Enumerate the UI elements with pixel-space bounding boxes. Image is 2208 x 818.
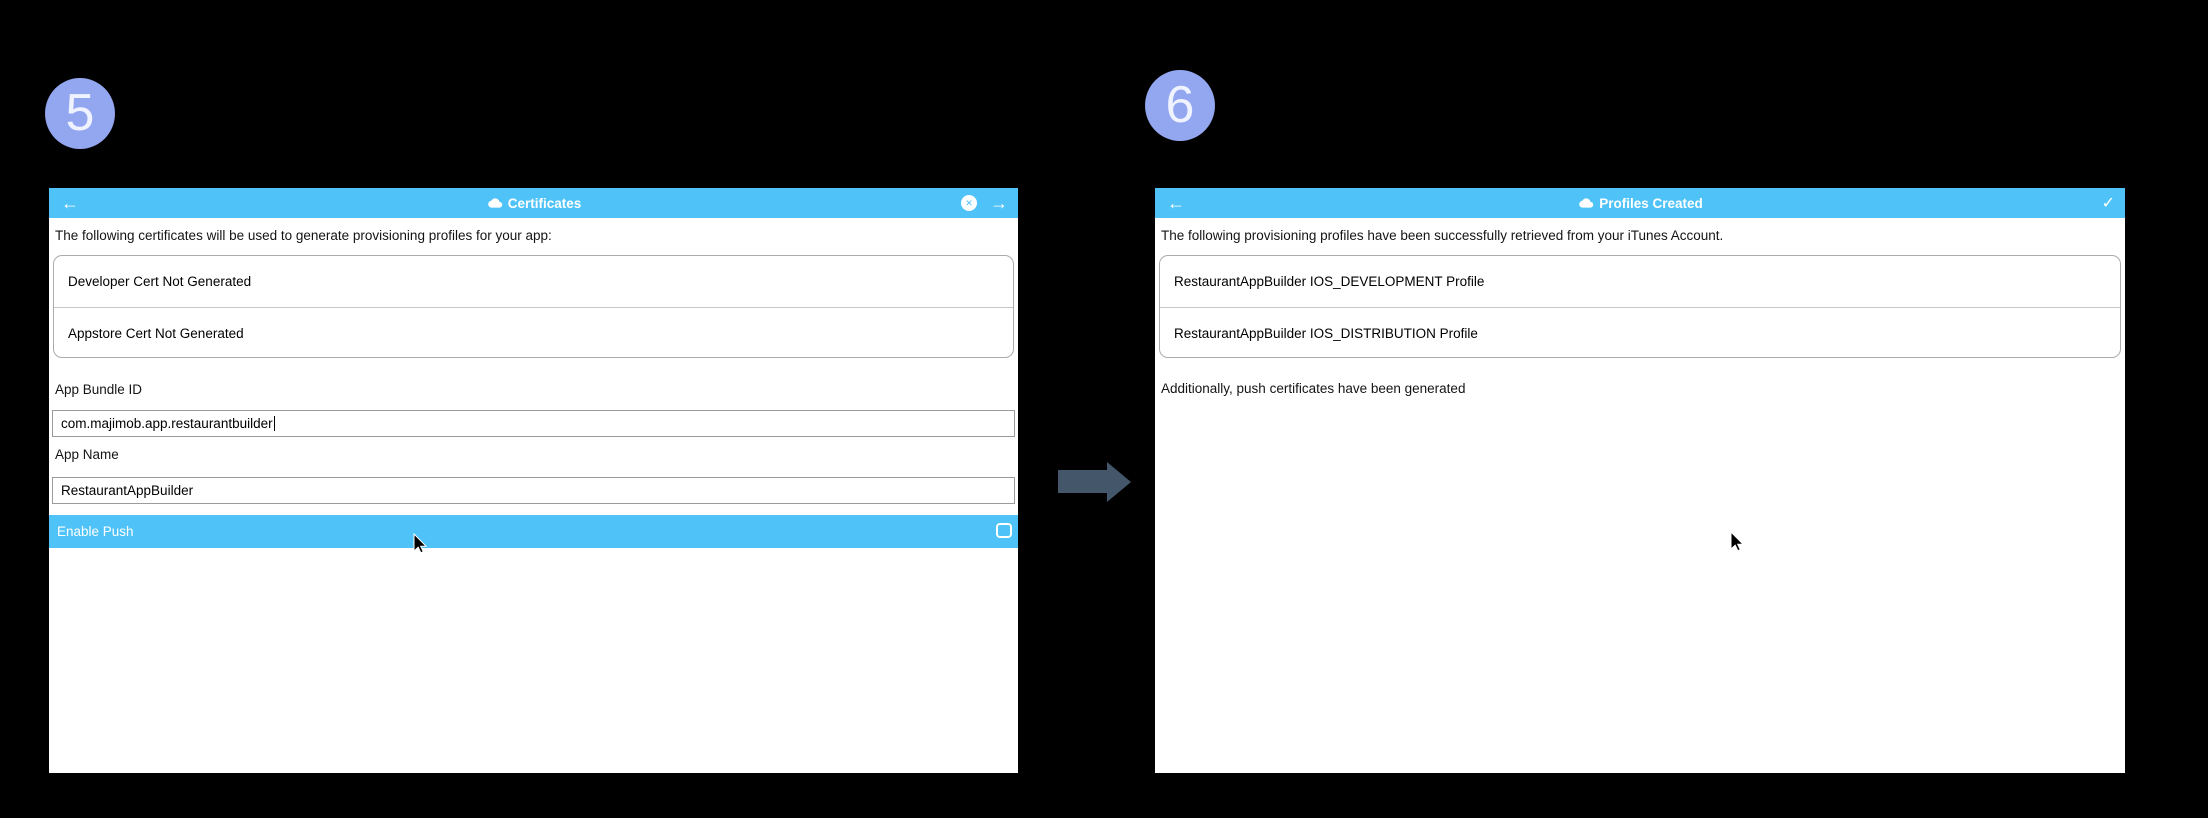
certificates-title-label: Certificates (507, 195, 582, 211)
back-arrow-icon[interactable]: ← (1167, 192, 1185, 213)
enable-push-label: Enable Push (57, 524, 134, 539)
certificates-title: Certificates (486, 188, 582, 218)
cloud-icon (487, 198, 502, 208)
close-icon[interactable]: ✕ (961, 195, 977, 211)
cloud-icon (1579, 198, 1594, 208)
profiles-created-header: ← Profiles Created ✓ (1155, 188, 2125, 218)
confirm-check-icon[interactable]: ✓ (2101, 195, 2115, 212)
mouse-cursor (1730, 531, 1745, 552)
app-name-value: RestaurantAppBuilder (61, 483, 194, 498)
step-badge-6: 6 (1145, 70, 1215, 141)
certificates-instruction: The following certificates will be used … (55, 228, 552, 243)
app-name-input[interactable]: RestaurantAppBuilder (52, 477, 1015, 504)
text-caret (273, 416, 275, 431)
profile-list: RestaurantAppBuilder IOS_DEVELOPMENT Pro… (1159, 255, 2121, 358)
profiles-created-title-label: Profiles Created (1599, 195, 1703, 211)
push-certificates-note: Additionally, push certificates have bee… (1161, 381, 1466, 396)
cert-row-appstore[interactable]: Appstore Cert Not Generated (54, 307, 1013, 357)
profiles-created-title: Profiles Created (1577, 188, 1703, 218)
profiles-instruction: The following provisioning profiles have… (1161, 228, 1724, 243)
app-bundle-id-input[interactable]: com.majimob.app.restaurantbuilder (52, 410, 1015, 437)
profiles-created-panel: ← Profiles Created ✓ The following provi… (1155, 188, 2125, 773)
forward-arrow-icon[interactable]: → (990, 192, 1008, 213)
step-badge-5: 5 (45, 78, 115, 149)
profile-row-distribution[interactable]: RestaurantAppBuilder IOS_DISTRIBUTION Pr… (1160, 307, 2120, 357)
app-name-label: App Name (55, 447, 119, 462)
back-arrow-icon[interactable]: ← (61, 192, 79, 213)
cert-row-developer[interactable]: Developer Cert Not Generated (68, 274, 252, 289)
certificates-panel: ← Certificates ✕ → The following certifi… (49, 188, 1018, 773)
app-bundle-id-value: com.majimob.app.restaurantbuilder (61, 416, 273, 431)
mouse-cursor (413, 533, 428, 554)
cert-status-list: Developer Cert Not Generated Appstore Ce… (53, 255, 1014, 358)
next-step-arrow (1058, 462, 1131, 502)
certificates-header: ← Certificates ✕ → (49, 188, 1018, 218)
app-bundle-id-label: App Bundle ID (55, 382, 143, 397)
profile-row-development[interactable]: RestaurantAppBuilder IOS_DEVELOPMENT Pro… (1174, 274, 1485, 289)
enable-push-checkbox[interactable] (996, 523, 1012, 538)
enable-push-row[interactable]: Enable Push (49, 515, 1018, 548)
